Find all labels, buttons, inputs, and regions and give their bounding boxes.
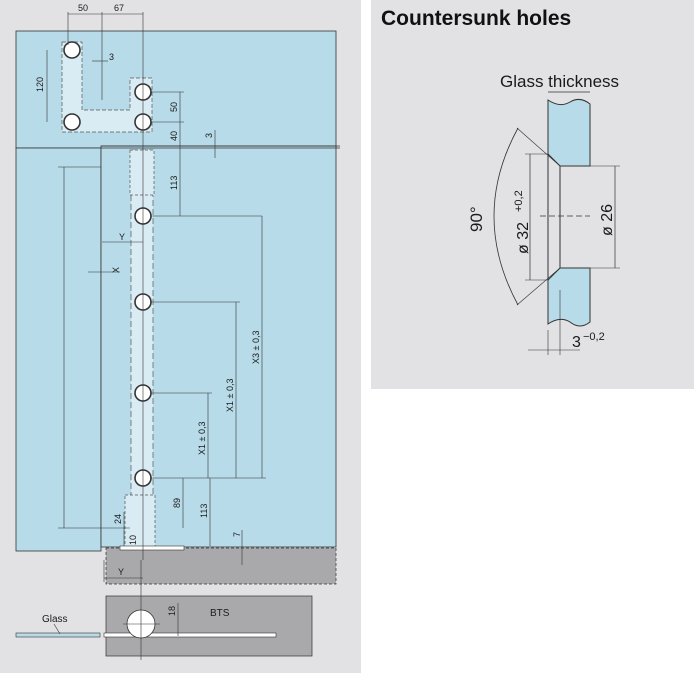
hole-top-left [63, 41, 81, 59]
dim-50-top: 50 [78, 3, 88, 13]
dim-x3: X3 ± 0,3 [251, 331, 261, 364]
countersunk-title: Countersunk holes [381, 7, 572, 30]
floor-pivot-plate [119, 545, 185, 551]
dim-x1-lower: X1 ± 0,3 [197, 422, 207, 455]
top-pivot-block [129, 149, 155, 196]
dim-10: 10 [128, 535, 138, 545]
dim-x: X [111, 267, 121, 273]
dim-40: 40 [169, 131, 179, 141]
dim-3-a: 3 [109, 52, 114, 62]
dim-7: 7 [232, 532, 242, 537]
glass-label: Glass [42, 614, 68, 625]
glass-section-right [103, 632, 277, 638]
dim-113-b: 113 [199, 504, 209, 518]
dim-x1-upper: X1 ± 0,3 [225, 379, 235, 412]
dim-89: 89 [172, 498, 182, 508]
fixed-glass-lower [15, 147, 102, 552]
dim-50-side: 50 [169, 102, 179, 112]
bts-label: BTS [210, 608, 230, 619]
hole-mid-left [63, 113, 81, 131]
dim-113-a: 113 [169, 176, 179, 190]
dim-y-bottom: Y [118, 567, 124, 577]
glass-section-left [15, 632, 101, 638]
dim-120: 120 [35, 77, 45, 92]
countersunk-detail-panel [371, 0, 694, 389]
bottom-pivot-block [124, 494, 156, 548]
dim-3-b: 3 [204, 133, 214, 138]
dim-y-top: Y [119, 232, 125, 242]
dim-67-top: 67 [114, 3, 124, 13]
dim-18: 18 [167, 606, 177, 616]
floor-recess [105, 547, 337, 585]
dim-24: 24 [113, 514, 123, 524]
